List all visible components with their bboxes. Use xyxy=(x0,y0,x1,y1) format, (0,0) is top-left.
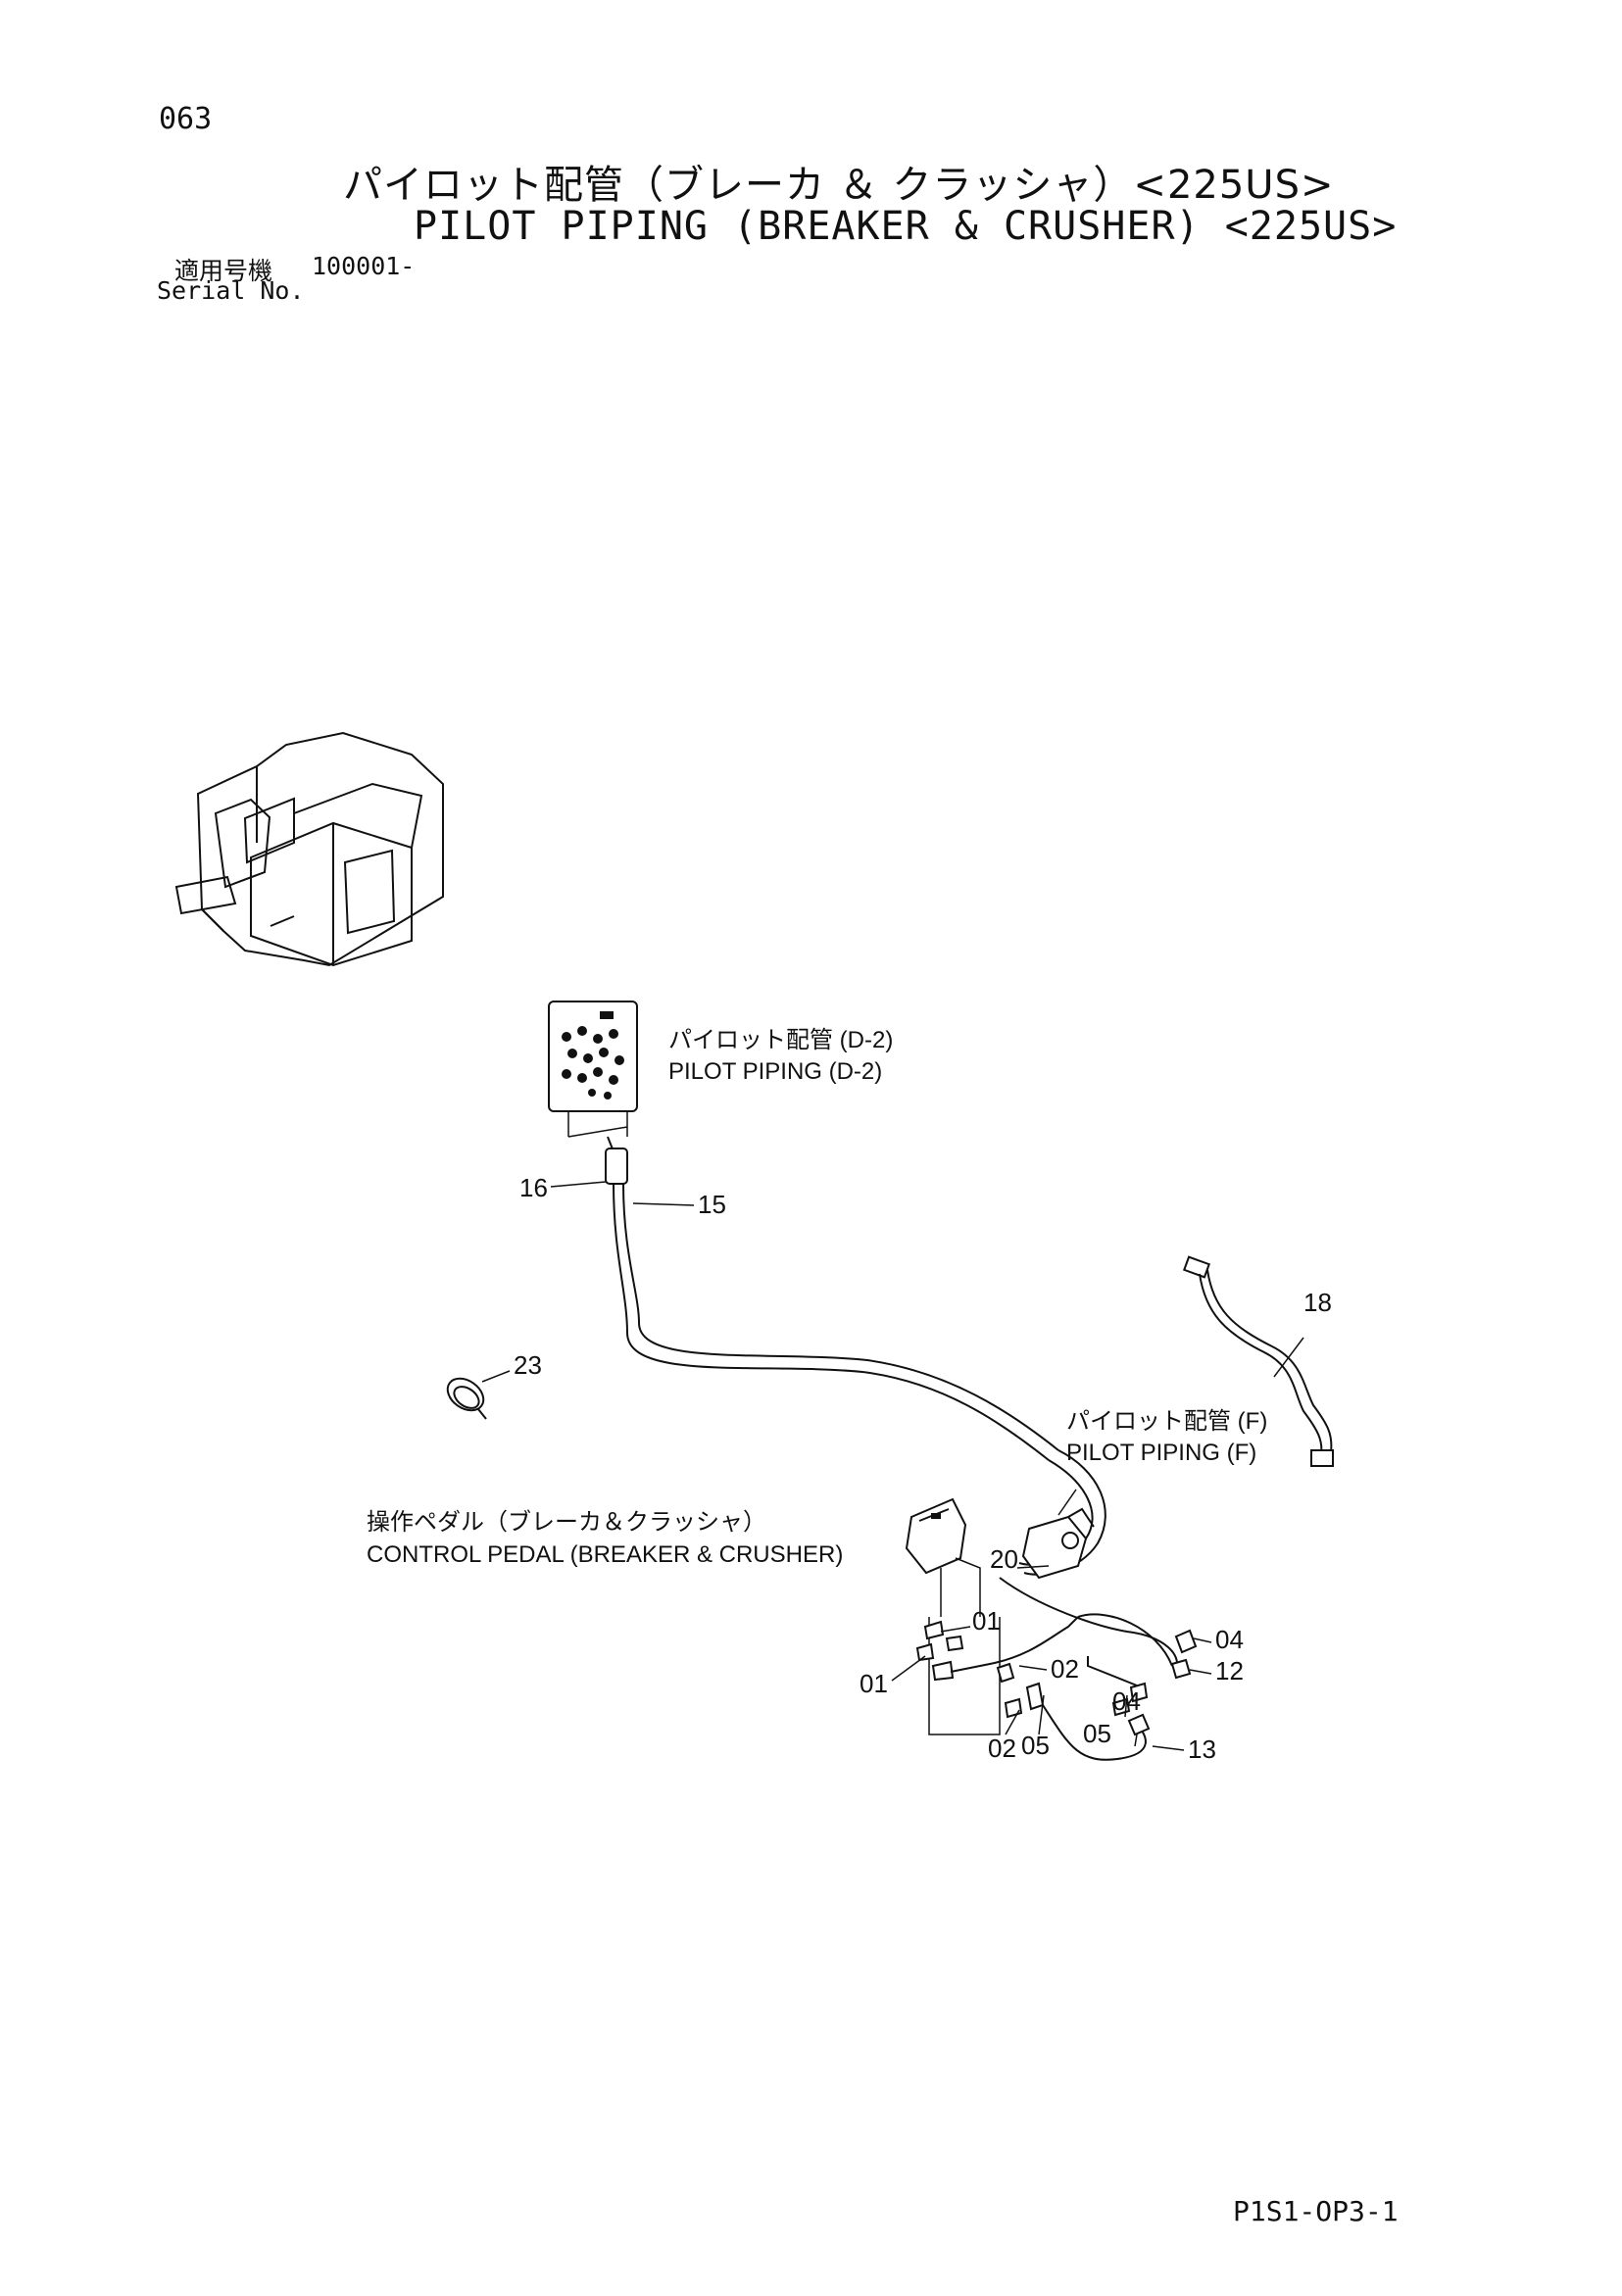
excavator-cab-illustration xyxy=(174,731,444,967)
page-number: 063 xyxy=(159,102,213,136)
wire-harness xyxy=(1182,1255,1334,1467)
serial-label-japanese: 適用号機 xyxy=(174,257,273,285)
part-number-16: 16 xyxy=(519,1173,548,1202)
part-number-02-lower: 02 xyxy=(988,1734,1016,1763)
callout-pilot-f-en: PILOT PIPING (F) xyxy=(1066,1440,1256,1466)
part-number-20: 20 xyxy=(990,1544,1018,1574)
leader-lines xyxy=(481,1181,1304,1751)
part-number-12: 12 xyxy=(1215,1656,1244,1685)
part-number-18: 18 xyxy=(1303,1288,1332,1317)
part-number-05-left: 05 xyxy=(1021,1731,1050,1760)
callout-pilot-d2-jp: パイロット配管 (D-2) xyxy=(668,1027,893,1053)
part-number-04-middle: 04 xyxy=(1112,1686,1141,1716)
title-english: PILOT PIPING (BREAKER & CRUSHER) <225US> xyxy=(414,204,1398,249)
control-pedal xyxy=(905,1497,1001,1735)
callout-pedal-jp: 操作ペダル（ブレーカ＆クラッシャ） xyxy=(367,1509,766,1536)
part-number-05-right: 05 xyxy=(1083,1719,1111,1748)
part-number-01-lower: 01 xyxy=(860,1669,888,1698)
part-number-23: 23 xyxy=(514,1350,542,1380)
serial-label-english: Serial No. xyxy=(157,276,305,305)
callout-pedal-en: CONTROL PEDAL (BREAKER & CRUSHER) xyxy=(367,1541,843,1568)
part-number-02-upper: 02 xyxy=(1051,1654,1079,1684)
clamp xyxy=(446,1377,487,1420)
part-number-15: 15 xyxy=(698,1190,726,1219)
serial-number-value: 100001- xyxy=(312,252,416,280)
part-number-01-upper: 01 xyxy=(972,1606,1001,1636)
pilot-valve-d2 xyxy=(548,1001,638,1152)
pilot-connector-f xyxy=(1021,1507,1095,1580)
fittings xyxy=(915,1613,1198,1761)
part-number-13: 13 xyxy=(1188,1734,1216,1764)
document-code: P1S1-OP3-1 xyxy=(1233,2195,1399,2227)
part-number-04-right: 04 xyxy=(1215,1625,1244,1654)
callout-pilot-f-jp: パイロット配管 (F) xyxy=(1066,1408,1267,1435)
callout-pilot-d2-en: PILOT PIPING (D-2) xyxy=(668,1058,882,1085)
title-japanese: パイロット配管（ブレーカ ＆ クラッシャ）<225US> xyxy=(343,163,1335,208)
